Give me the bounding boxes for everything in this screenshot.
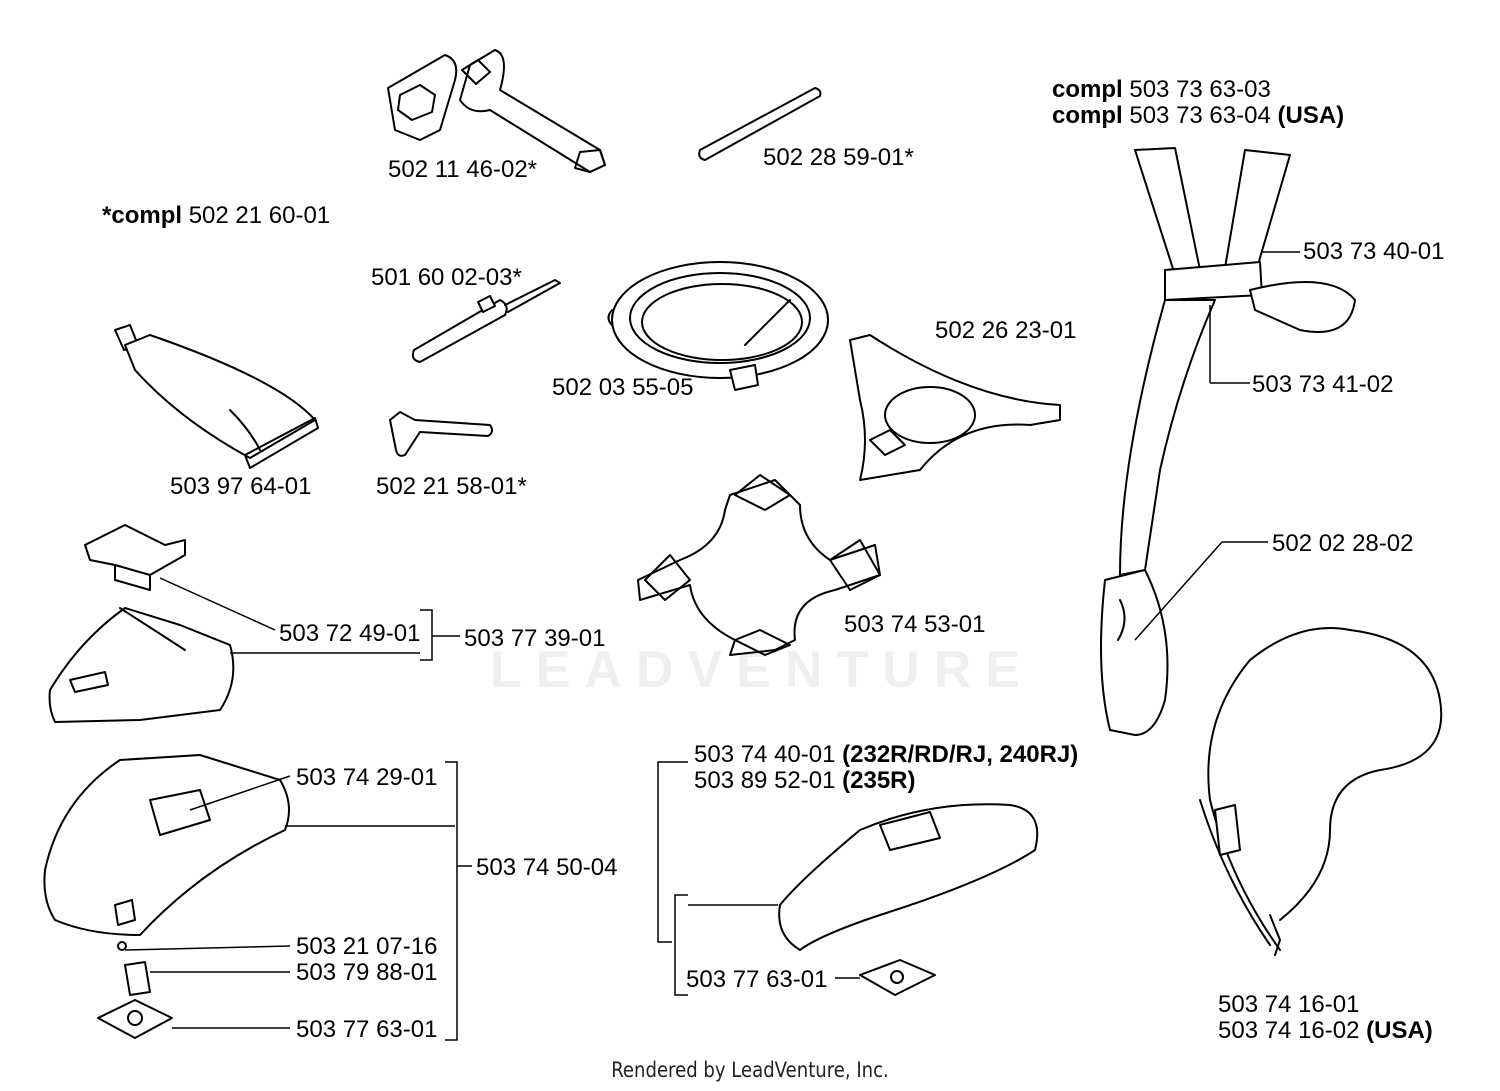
part-label-screwdriver: 501 60 02-03* <box>371 264 522 291</box>
blade-guard-part-number-a: 503 74 40-01 <box>694 741 836 768</box>
footer-credit: Rendered by LeadVenture, Inc. <box>611 1058 889 1082</box>
blade-guard-model-note-b: (235R) <box>842 767 916 794</box>
blade-guard-drawing <box>778 803 1039 996</box>
part-label-plate-right: 503 77 63-01 <box>686 966 828 993</box>
mounting-bracket-drawing <box>84 524 186 591</box>
guard-clip-drawing <box>849 334 1061 481</box>
part-label-knife: 503 79 88-01 <box>296 959 438 986</box>
part-label-pin: 502 28 59-01* <box>763 144 914 171</box>
part-label-screw: 503 21 07-16 <box>296 933 438 960</box>
part-label-harness-strap: 503 73 40-01 <box>1303 238 1445 265</box>
tool-kit-compl-label: *compl 502 21 60-01 <box>102 203 330 229</box>
cutting-head-drawing <box>637 474 881 656</box>
blade-guard-label-a: 503 74 40-01 (232R/RD/RJ, 240RJ) <box>694 742 1078 768</box>
usa-note: (USA) <box>1366 1017 1433 1044</box>
harness-compl-label: compl 503 73 63-03 <box>1052 77 1271 103</box>
blade-guard-label-b: 503 89 52-01 (235R) <box>694 768 916 794</box>
part-label-decal: 503 74 29-01 <box>296 764 438 791</box>
shoulder-strap-usa-part-number: 503 74 16-02 <box>1218 1017 1360 1044</box>
part-label-grease-tube: 503 97 64-01 <box>170 473 312 500</box>
part-label-spanner: 502 11 46-02* <box>388 156 538 183</box>
part-label-shoulder-strap: 503 74 16-01 <box>1218 991 1360 1018</box>
leader-lines <box>124 251 1300 1041</box>
combination-spanner-drawing <box>387 49 606 173</box>
part-label-bracket: 503 72 49-01 <box>279 620 421 647</box>
part-label-small-guard-kit: 503 77 39-01 <box>464 625 606 652</box>
part-label-harness-buckle: 503 73 41-02 <box>1252 371 1394 398</box>
usa-note: (USA) <box>1277 102 1345 129</box>
large-guard-drawing <box>43 754 290 1039</box>
tool-kit-part-number: 502 21 60-01 <box>188 202 331 229</box>
screwdriver-drawing <box>411 279 561 363</box>
shoulder-strap-usa-label: 503 74 16-02 (USA) <box>1218 1018 1433 1044</box>
harness-compl-usa-label: compl 503 73 63-04 (USA) <box>1052 103 1344 129</box>
part-label-plate-left: 503 77 63-01 <box>296 1016 438 1043</box>
star-compl-word: *compl <box>102 202 183 229</box>
part-label-guard-clip: 502 26 23-01 <box>935 317 1077 344</box>
part-label-cutting-head: 503 74 53-01 <box>844 611 986 638</box>
small-guard-drawing <box>48 607 235 723</box>
spool-ring-drawing <box>607 261 829 391</box>
part-label-hex-key: 502 21 58-01* <box>376 473 527 500</box>
blade-guard-part-number-b: 503 89 52-01 <box>694 767 836 794</box>
compl-word: compl <box>1052 102 1123 129</box>
pin-drawing <box>698 87 822 161</box>
part-label-hip-pad: 502 02 28-02 <box>1272 530 1414 557</box>
grease-tube-drawing <box>114 324 319 469</box>
strap-drawing <box>1199 627 1443 956</box>
harness-drawing <box>1100 147 1356 736</box>
blade-guard-model-note-a: (232R/RD/RJ, 240RJ) <box>842 741 1079 768</box>
hex-key-drawing <box>389 411 494 457</box>
part-label-large-guard-kit: 503 74 50-04 <box>476 854 618 881</box>
harness-usa-part-number: 503 73 63-04 <box>1129 102 1271 129</box>
compl-word: compl <box>1052 76 1123 103</box>
part-label-spool-ring: 502 03 55-05 <box>552 374 694 401</box>
harness-part-number: 503 73 63-03 <box>1129 76 1271 103</box>
